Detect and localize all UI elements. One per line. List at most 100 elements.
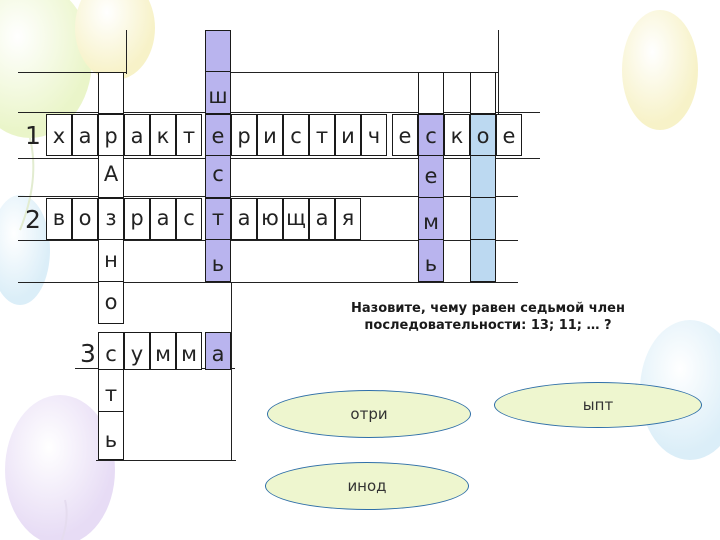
crossword-cell[interactable] xyxy=(496,114,522,156)
crossword-cell[interactable] xyxy=(46,198,72,240)
answer-option[interactable]: инод xyxy=(265,462,469,510)
crossword-letter: а xyxy=(78,124,92,148)
crossword-cell[interactable] xyxy=(205,332,231,370)
crossword-cell[interactable] xyxy=(257,198,283,240)
crossword-cell[interactable] xyxy=(98,72,124,114)
crossword-cell[interactable] xyxy=(205,198,231,240)
crossword-cell[interactable] xyxy=(335,198,361,240)
crossword-cell[interactable] xyxy=(98,282,124,324)
crossword-letter: н xyxy=(104,248,118,272)
crossword-letter: а xyxy=(156,206,170,230)
crossword-cell[interactable] xyxy=(205,240,231,282)
crossword-cell[interactable] xyxy=(418,198,444,240)
grid-line xyxy=(18,282,518,283)
crossword-letter: у xyxy=(130,342,144,366)
crossword-letter: р xyxy=(237,124,251,148)
crossword-letter: с xyxy=(105,342,117,366)
crossword-cell[interactable] xyxy=(98,240,124,282)
crossword-cell[interactable] xyxy=(72,114,98,156)
crossword-letter: х xyxy=(52,124,66,148)
crossword-cell[interactable] xyxy=(98,332,124,370)
question-text: Назовите, чему равен седьмой член послед… xyxy=(351,301,625,333)
balloon-shape xyxy=(622,10,698,130)
crossword-cell[interactable] xyxy=(98,412,124,460)
crossword-cell[interactable] xyxy=(124,332,150,370)
crossword-cell[interactable] xyxy=(150,332,176,370)
crossword-cell[interactable] xyxy=(418,156,444,198)
crossword-cell[interactable] xyxy=(150,198,176,240)
crossword-letter: ь xyxy=(211,252,225,276)
crossword-cell[interactable] xyxy=(205,72,231,114)
crossword-cell[interactable] xyxy=(418,240,444,282)
crossword-cell[interactable] xyxy=(257,114,283,156)
crossword-letter: ю xyxy=(261,206,279,230)
balloon-shape xyxy=(0,0,92,138)
crossword-cell[interactable] xyxy=(176,198,202,240)
balloon-shape xyxy=(5,395,115,540)
crossword-letter: а xyxy=(315,206,329,230)
crossword-letter: щ xyxy=(286,206,306,230)
grid-line xyxy=(18,196,518,197)
crossword-letter: с xyxy=(290,124,302,148)
crossword-cell[interactable] xyxy=(98,156,124,198)
crossword-letter: ь xyxy=(424,252,438,276)
crossword-letter: т xyxy=(182,124,196,148)
crossword-cell[interactable] xyxy=(470,114,496,156)
crossword-cell[interactable] xyxy=(470,198,496,240)
crossword-letter: а xyxy=(211,342,225,366)
crossword-letter: е xyxy=(211,124,225,148)
answer-option[interactable]: ыпт xyxy=(494,382,702,428)
crossword-cell[interactable] xyxy=(98,114,124,156)
crossword-letter: р xyxy=(104,124,118,148)
crossword-letter: с xyxy=(183,206,195,230)
crossword-cell[interactable] xyxy=(418,72,444,114)
crossword-letter: я xyxy=(341,206,355,230)
balloon-string xyxy=(19,137,35,231)
grid-line xyxy=(18,112,540,113)
crossword-cell[interactable] xyxy=(470,156,496,198)
crossword-cell[interactable] xyxy=(361,114,387,156)
crossword-cell[interactable] xyxy=(124,198,150,240)
crossword-cell[interactable] xyxy=(98,198,124,240)
crossword-cell[interactable] xyxy=(176,332,202,370)
crossword-cell[interactable] xyxy=(418,114,444,156)
crossword-letter: а xyxy=(237,206,251,230)
crossword-letter: з xyxy=(105,206,117,230)
crossword-letter: к xyxy=(156,124,170,148)
crossword-letter: о xyxy=(78,206,92,230)
crossword-cell[interactable] xyxy=(150,114,176,156)
grid-line xyxy=(18,240,518,241)
crossword-cell[interactable] xyxy=(72,198,98,240)
crossword-letter: м xyxy=(181,342,197,366)
crossword-letter: о xyxy=(476,124,490,148)
crossword-letter: ь xyxy=(104,428,118,452)
balloon-string xyxy=(60,499,68,540)
crossword-cell[interactable] xyxy=(98,370,124,412)
crossword-cell[interactable] xyxy=(392,114,418,156)
crossword-cell[interactable] xyxy=(283,114,309,156)
crossword-cell[interactable] xyxy=(470,240,496,282)
crossword-letter: а xyxy=(130,124,144,148)
crossword-cell[interactable] xyxy=(470,72,496,114)
crossword-cell[interactable] xyxy=(231,198,257,240)
crossword-cell[interactable] xyxy=(205,30,231,72)
crossword-letter: с xyxy=(425,124,437,148)
crossword-letter: т xyxy=(211,206,225,230)
crossword-cell[interactable] xyxy=(46,114,72,156)
balloon-shape xyxy=(75,0,155,80)
crossword-cell[interactable] xyxy=(444,114,470,156)
crossword-letter: т xyxy=(315,124,329,148)
grid-line xyxy=(18,158,540,159)
crossword-cell[interactable] xyxy=(231,114,257,156)
crossword-cell[interactable] xyxy=(309,114,335,156)
crossword-cell[interactable] xyxy=(309,198,335,240)
crossword-cell[interactable] xyxy=(205,156,231,198)
crossword-cell[interactable] xyxy=(205,114,231,156)
crossword-cell[interactable] xyxy=(283,198,309,240)
crossword-cell[interactable] xyxy=(335,114,361,156)
crossword-cell[interactable] xyxy=(124,114,150,156)
crossword-letter: в xyxy=(52,206,66,230)
crossword-cell[interactable] xyxy=(176,114,202,156)
answer-option[interactable]: отри xyxy=(267,390,471,438)
grid-line xyxy=(231,282,232,460)
